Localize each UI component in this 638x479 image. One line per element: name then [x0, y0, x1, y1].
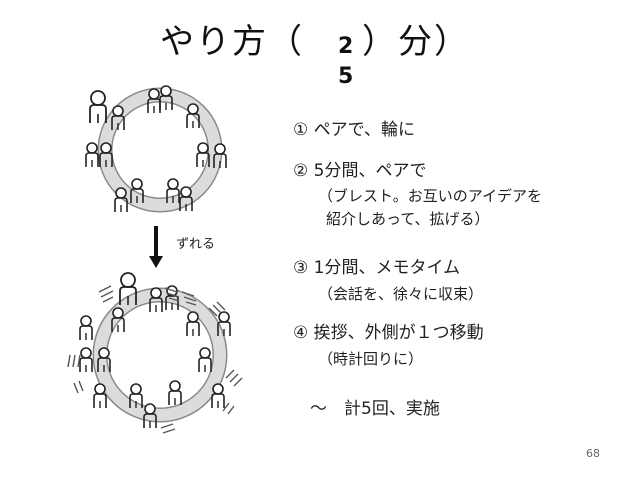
title-number-line1: 2	[338, 34, 354, 59]
step-5: ～ 計5回、実施	[310, 399, 440, 419]
step-3-detail: （会話を、徐々に収束）	[318, 285, 484, 303]
step-4: ④ 挨拶、外側が１つ移動	[293, 323, 484, 343]
title-part2: ）分）	[362, 22, 470, 62]
step-4-detail: （時計回りに）	[318, 350, 424, 368]
title-number-line2: 5	[338, 64, 354, 89]
page-number: 68	[586, 447, 600, 460]
step-2-detail-1: （ブレスト。お互いのアイデアを	[318, 187, 542, 205]
slide-title: やり方（ 2 5 ）分）	[0, 22, 638, 102]
arrow-label: ずれる	[176, 237, 216, 252]
motion-lines-icon	[67, 285, 243, 434]
step-2: ② 5分間、ペアで	[293, 161, 427, 181]
step-3: ③ 1分間、メモタイム	[293, 258, 461, 278]
step-2-detail-2: 紹介しあって、拡げる）	[326, 210, 490, 228]
down-arrow-icon	[149, 226, 163, 268]
step-1: ① ペアで、輪に	[293, 120, 415, 140]
title-part1: やり方（	[160, 22, 304, 62]
